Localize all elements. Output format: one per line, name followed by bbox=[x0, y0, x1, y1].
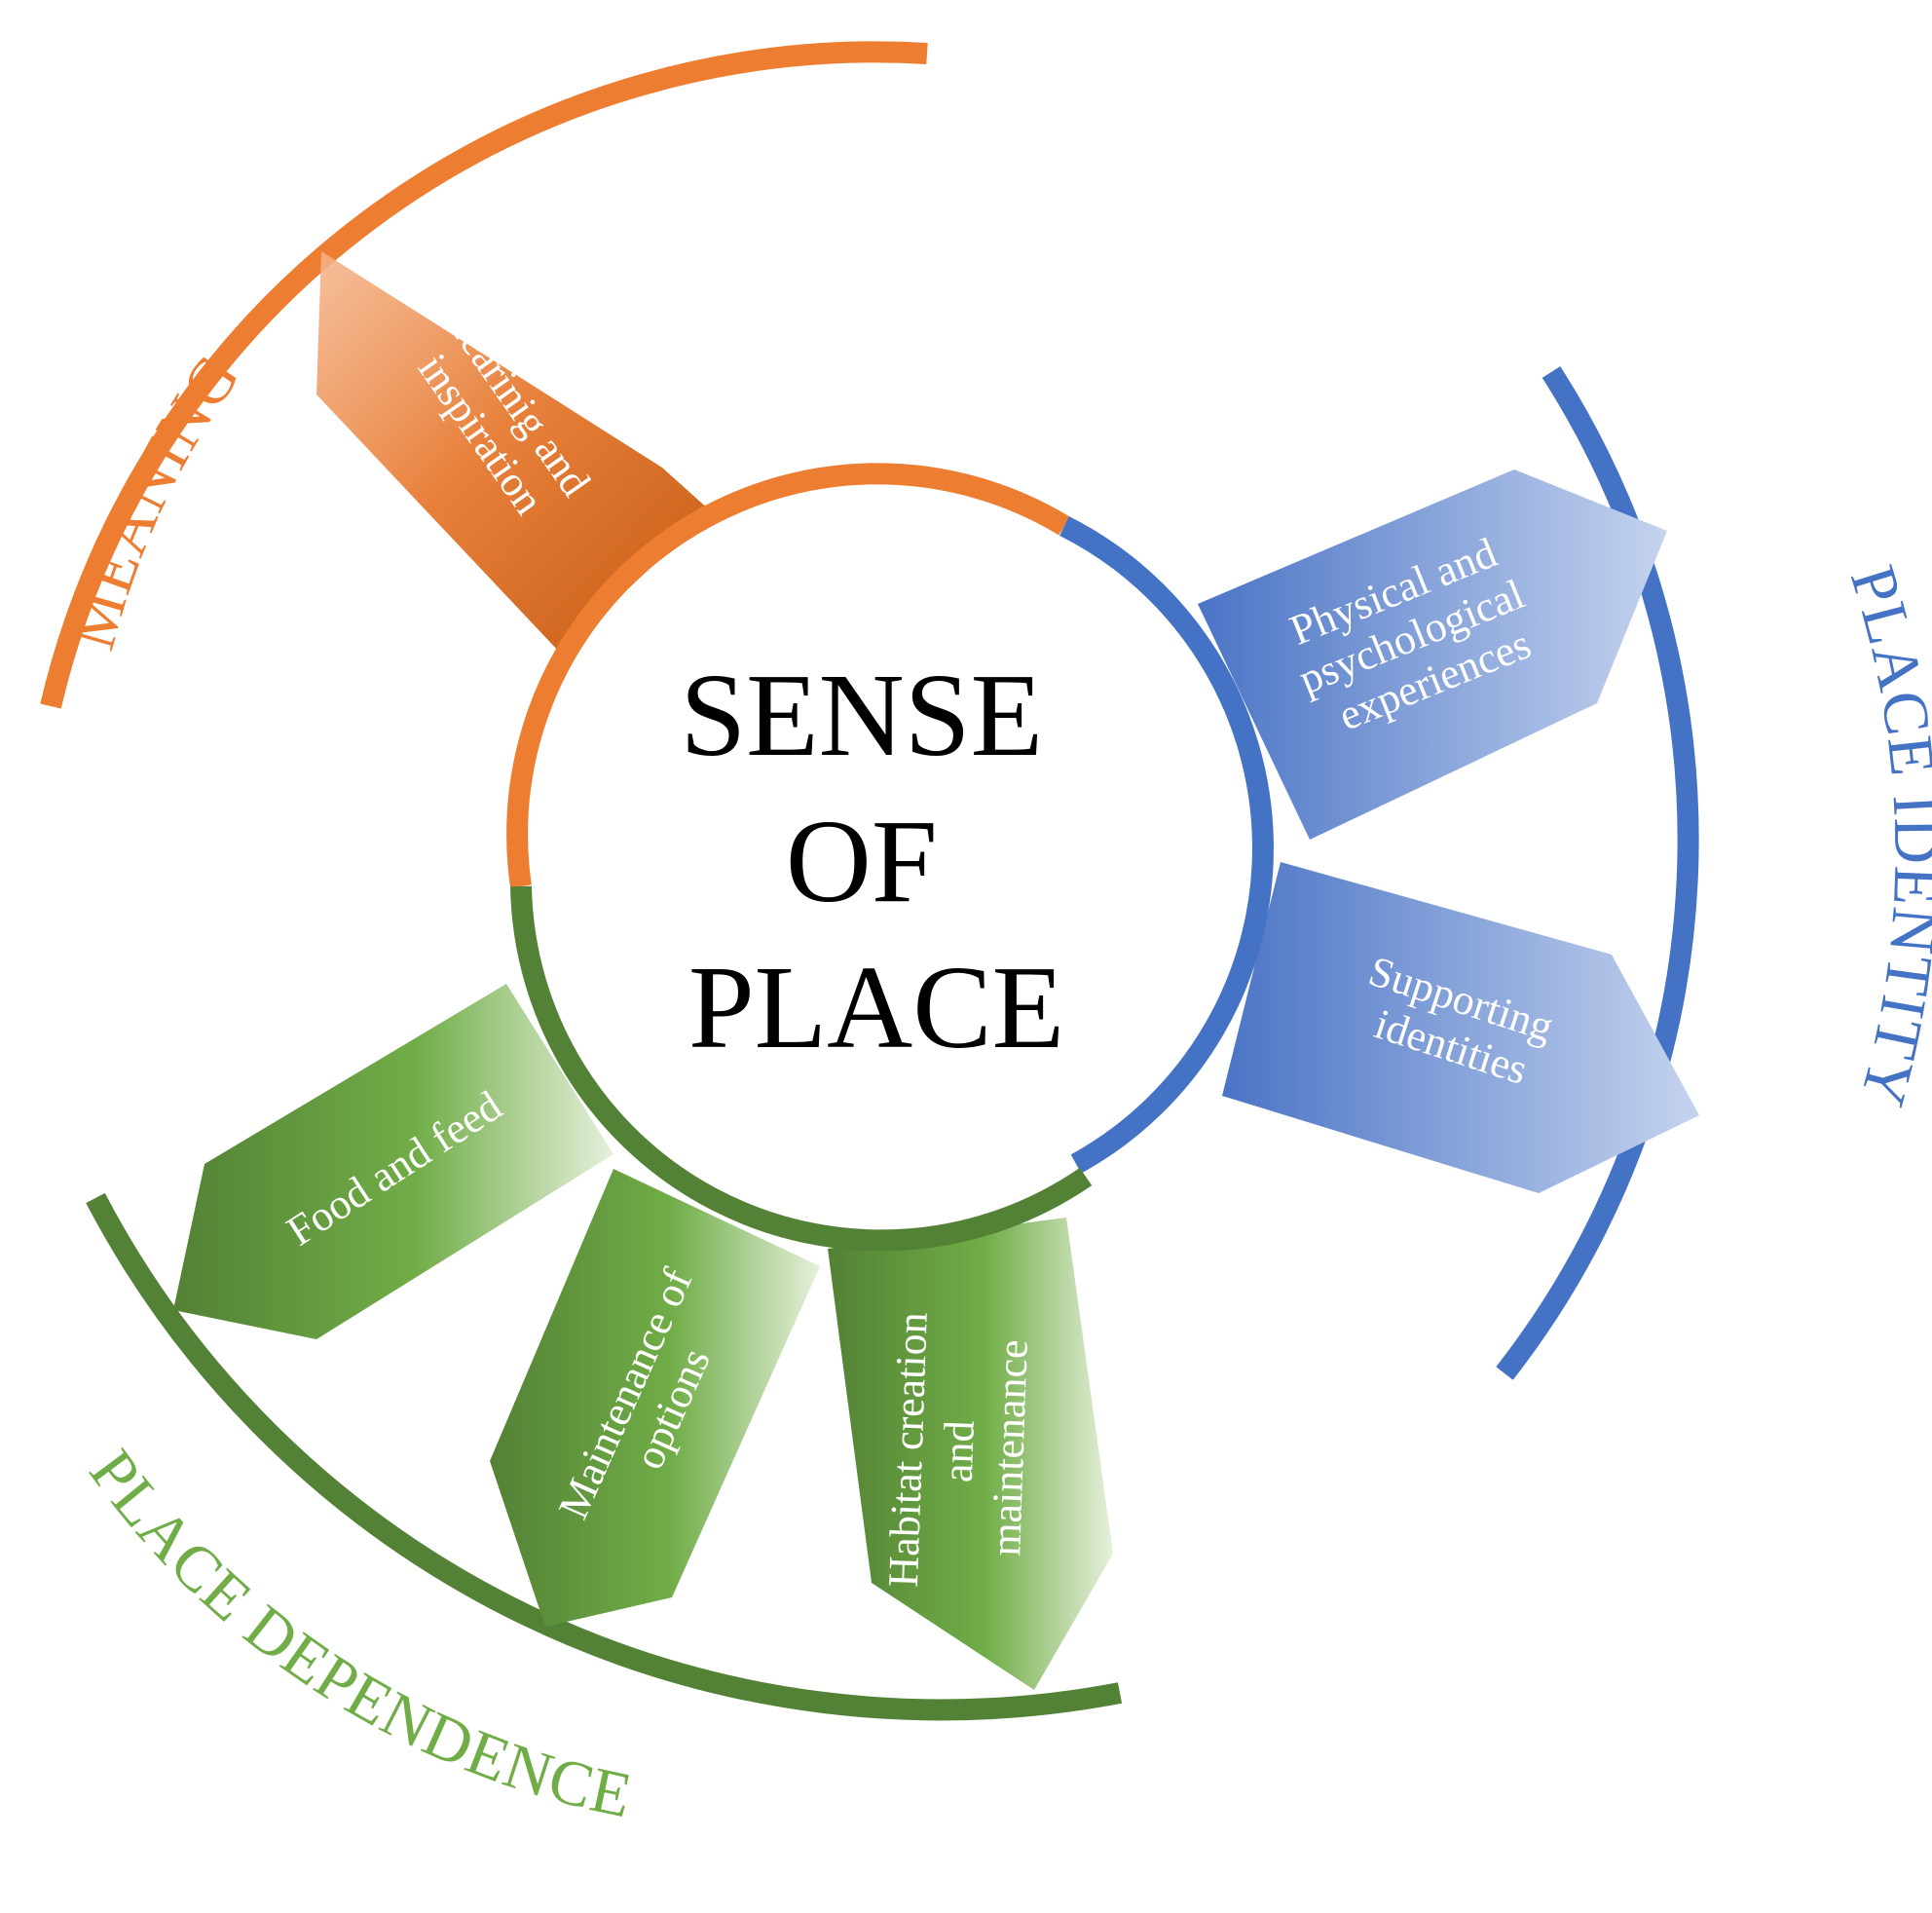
supporting-identities-arrow: Supporting identities bbox=[1222, 862, 1699, 1193]
physical-psychological-arrow: Physical and psychological experiences bbox=[1198, 469, 1667, 840]
meaning-label: MEANING bbox=[56, 342, 254, 657]
habitat-creation-arrow: Habitat creation and maintenance bbox=[828, 1218, 1113, 1690]
center-circle bbox=[521, 502, 1242, 1222]
place-dependence-outer-arc bbox=[86, 1192, 1123, 1721]
center-ring-green bbox=[510, 885, 1093, 1252]
learning-inspiration-arrow: Learinig and inspiration bbox=[316, 251, 711, 653]
food-and-feed-arrow: Food and feed bbox=[173, 984, 613, 1339]
habitat-creation-text: Habitat creation and maintenance bbox=[879, 1300, 1038, 1591]
center-title: SENSE OF PLACE bbox=[680, 650, 1072, 1073]
meaning-outer-arc bbox=[40, 41, 928, 709]
maintenance-of-options-arrow: Maintenance of options bbox=[490, 1169, 820, 1627]
center-ring-blue bbox=[1059, 516, 1274, 1174]
place-identity-label: PLACE IDENTITY bbox=[1837, 558, 1932, 1114]
center-ring-orange bbox=[506, 463, 1070, 888]
